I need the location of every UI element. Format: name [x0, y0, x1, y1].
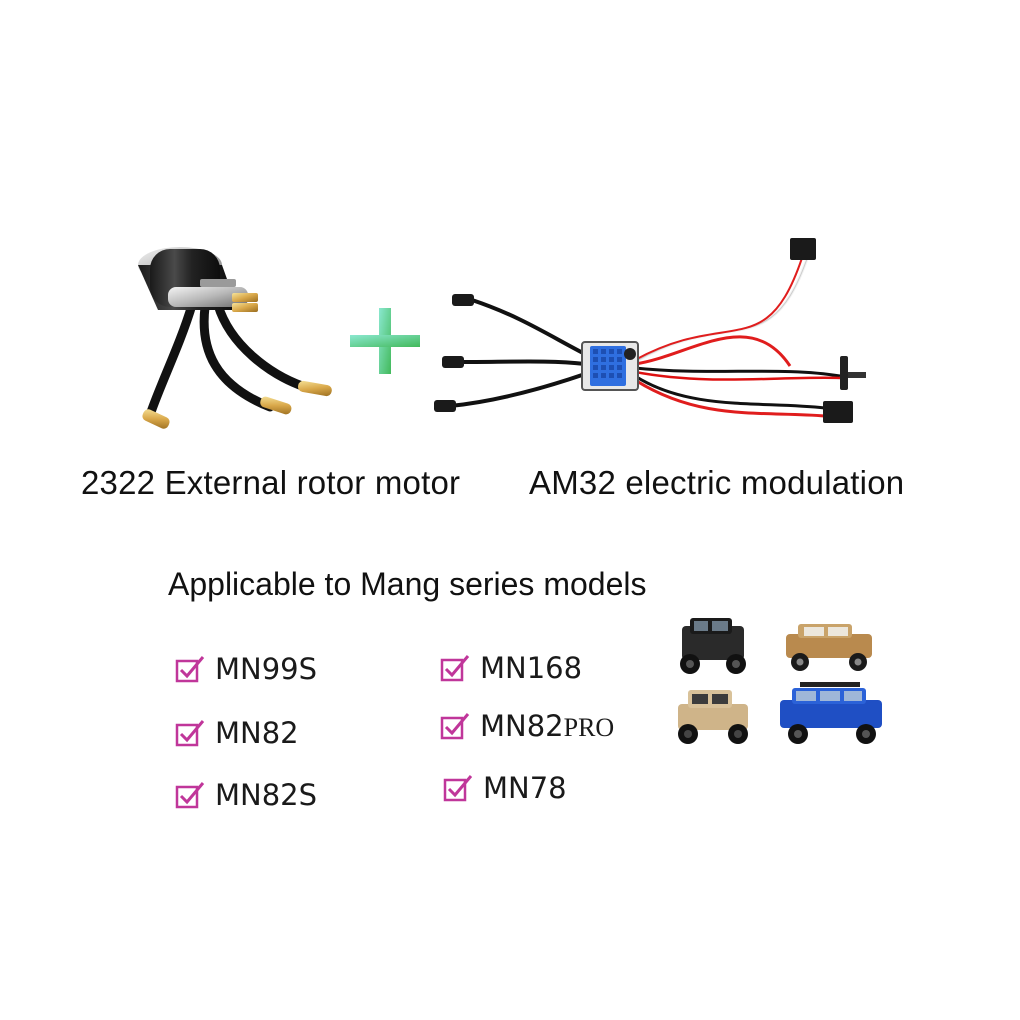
motor-caption: 2322 External rotor motor	[81, 464, 461, 501]
model-item: MN82S	[175, 778, 317, 812]
checkbox-checked-icon	[175, 720, 205, 747]
model-item: MN99S	[175, 652, 317, 686]
model-name: MN99S	[215, 652, 318, 686]
applicability-heading: Applicable to Mang series models	[168, 566, 647, 602]
checkbox-checked-icon	[440, 655, 470, 682]
esc-caption: AM32 electric modulation	[529, 464, 905, 501]
model-suffix: PRO	[563, 713, 615, 742]
blue-truck-image	[780, 682, 882, 744]
model-name: MN168	[480, 651, 583, 685]
sand-truck-image	[678, 690, 748, 744]
motor-image	[138, 247, 332, 429]
model-item: MN168	[440, 651, 582, 685]
model-item: MN82	[175, 716, 299, 750]
model-name: MN78	[483, 771, 567, 805]
esc-image	[434, 238, 866, 423]
model-item: MN82PRO	[440, 709, 614, 743]
vehicles-image	[678, 618, 882, 744]
model-name: MN82	[215, 716, 299, 750]
plus-icon	[350, 308, 420, 374]
checkbox-checked-icon	[175, 782, 205, 809]
checkbox-checked-icon	[175, 656, 205, 683]
model-name: MN82S	[215, 778, 318, 812]
model-item: MN78	[443, 771, 567, 805]
checkbox-checked-icon	[443, 775, 473, 802]
model-name: MN82	[480, 709, 564, 743]
tan-truck-image	[786, 624, 872, 671]
black-truck-image	[680, 618, 746, 674]
checkbox-checked-icon	[440, 713, 470, 740]
